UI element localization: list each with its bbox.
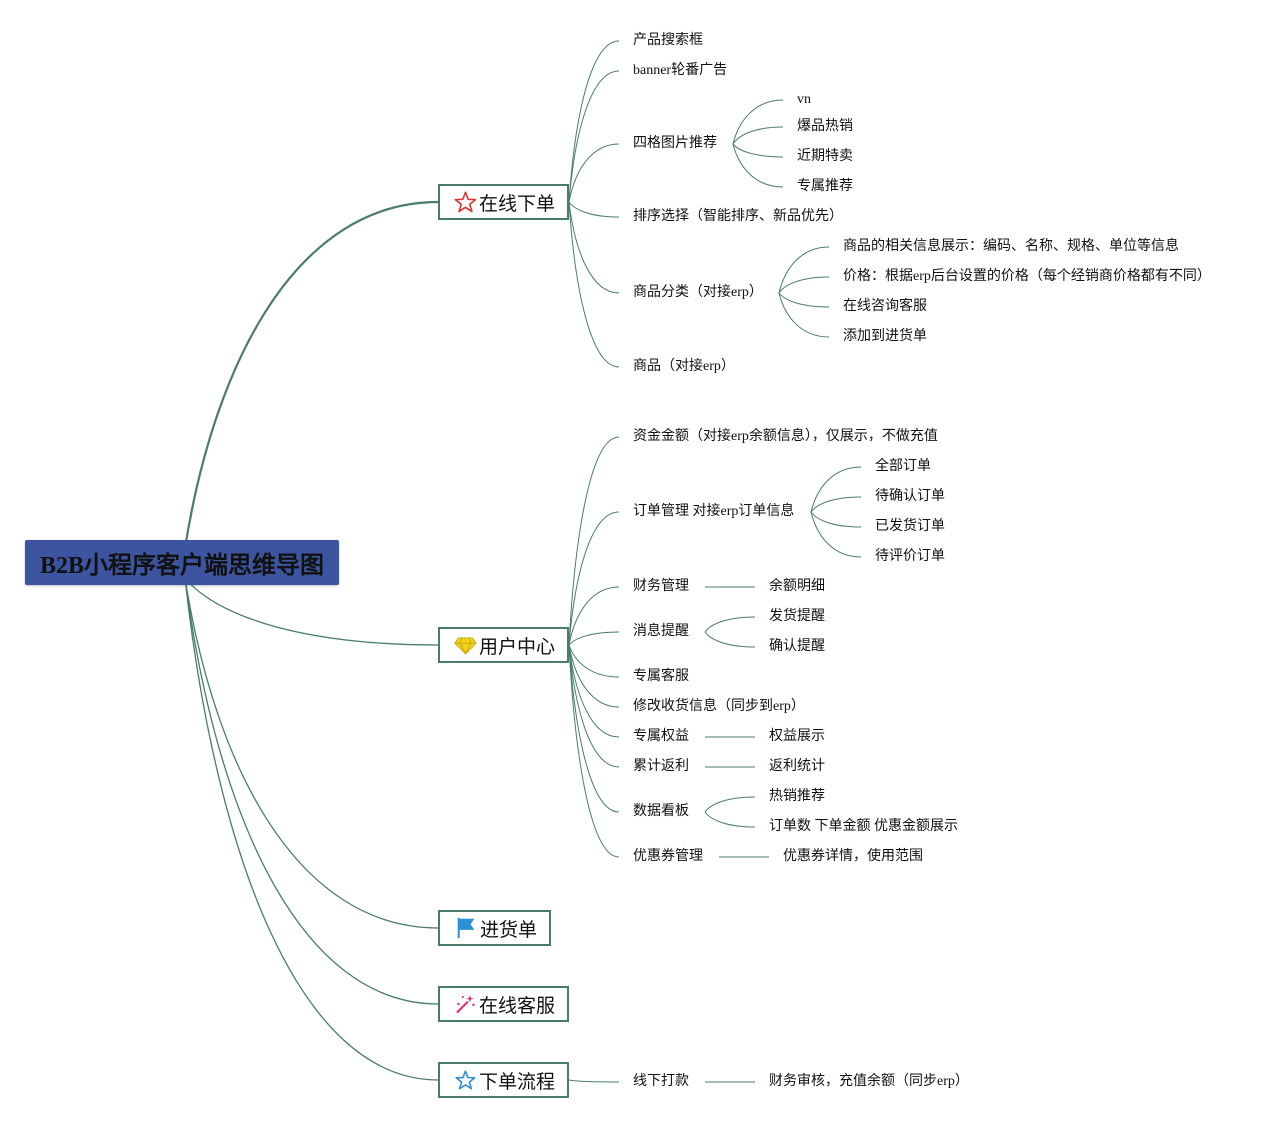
magic-wand-icon xyxy=(456,995,475,1014)
subtopic[interactable]: 余额明细 xyxy=(769,579,825,594)
connector-line xyxy=(568,631,620,646)
star-red-icon xyxy=(454,191,477,213)
topic-label: 在线客服 xyxy=(478,995,555,1017)
subtopic[interactable]: 待评价订单 xyxy=(875,549,945,564)
subtopic[interactable]: 近期特卖 xyxy=(797,149,853,164)
connector-line xyxy=(704,631,756,648)
connector-line xyxy=(732,143,784,158)
connector-line xyxy=(568,586,620,646)
subtopic[interactable]: 爆品热销 xyxy=(797,119,853,134)
subtopic[interactable]: 已发货订单 xyxy=(875,519,945,534)
subtopic[interactable]: 确认提醒 xyxy=(769,639,825,654)
connector-line xyxy=(568,644,620,708)
root-topic-label: B2B小程序客户端思维导图 xyxy=(39,553,324,579)
subtopic[interactable]: 资金金额（对接erp余额信息），仅展示，不做充值 xyxy=(633,429,938,444)
connector-line xyxy=(732,143,784,188)
connector-line xyxy=(732,126,784,145)
connector-line xyxy=(778,246,830,294)
subtopic[interactable]: 全部订单 xyxy=(875,459,931,474)
topic-purchase-list[interactable]: 进货单 xyxy=(438,910,551,946)
topic-label: 用户中心 xyxy=(478,636,555,658)
topic-user-center[interactable]: 用户中心 xyxy=(438,627,569,663)
topic-label: 进货单 xyxy=(479,919,537,941)
connector-line xyxy=(568,644,620,738)
subtopic[interactable]: 价格：根据erp后台设置的价格（每个经销商价格都有不同） xyxy=(843,269,1211,284)
topic-label: 下单流程 xyxy=(478,1071,555,1093)
subtopic[interactable]: banner轮番广告 xyxy=(633,63,728,78)
connector-line xyxy=(184,577,439,1005)
connector-line xyxy=(732,99,784,145)
root-topic[interactable]: B2B小程序客户端思维导图 xyxy=(25,540,339,585)
connector-line xyxy=(778,292,830,308)
subtopic[interactable]: 商品的相关信息展示：编码、名称、规格、单位等信息 xyxy=(843,239,1179,254)
connector-line xyxy=(568,511,620,646)
connector-line xyxy=(778,292,830,338)
subtopic[interactable]: 专属客服 xyxy=(633,669,689,684)
subtopic[interactable]: 商品（对接erp） xyxy=(633,359,735,374)
connector-line xyxy=(810,466,862,513)
subtopic[interactable]: 专属权益 xyxy=(633,729,689,744)
connector-line xyxy=(704,616,756,633)
connector-line xyxy=(704,796,756,813)
connector-line xyxy=(568,644,620,813)
connector-line xyxy=(810,511,862,528)
connector-line xyxy=(568,1079,620,1083)
connector-line xyxy=(568,201,620,294)
subtopic[interactable]: 线下打款 xyxy=(633,1074,689,1089)
subtopic[interactable]: 权益展示 xyxy=(769,729,825,744)
connector-line xyxy=(810,496,862,513)
flag-icon xyxy=(457,917,475,939)
subtopic[interactable]: 添加到进货单 xyxy=(843,329,927,344)
connector-line xyxy=(568,644,620,858)
subtopic[interactable]: 优惠券详情，使用范围 xyxy=(783,849,923,864)
subtopic[interactable]: 优惠券管理 xyxy=(633,849,703,864)
connector-line xyxy=(568,436,620,646)
subtopic[interactable]: 专属推荐 xyxy=(797,179,853,194)
subtopic[interactable]: 四格图片推荐 xyxy=(633,136,717,151)
star-blue-icon xyxy=(455,1070,476,1090)
connector-line xyxy=(568,644,620,678)
connector-line xyxy=(184,577,439,929)
subtopic[interactable]: vn xyxy=(797,92,811,107)
subtopic[interactable]: 在线咨询客服 xyxy=(843,299,927,314)
subtopic[interactable]: 消息提醒 xyxy=(633,624,689,639)
connector-line xyxy=(568,143,620,203)
topic-online-service[interactable]: 在线客服 xyxy=(438,986,569,1022)
connector-line xyxy=(184,577,439,1081)
diamond-icon xyxy=(454,637,477,655)
subtopic[interactable]: 累计返利 xyxy=(633,759,689,774)
topic-order-flow[interactable]: 下单流程 xyxy=(438,1062,569,1098)
subtopic[interactable]: 热销推荐 xyxy=(769,789,825,804)
connector-line xyxy=(183,200,439,549)
topic-label: 在线下单 xyxy=(478,193,555,215)
topic-online-order[interactable]: 在线下单 xyxy=(438,184,569,220)
subtopic[interactable]: 排序选择（智能排序、新品优先） xyxy=(633,209,843,224)
subtopic[interactable]: 财务管理 xyxy=(633,579,689,594)
connector-line xyxy=(568,70,620,203)
subtopic[interactable]: 财务审核，充值余额（同步erp） xyxy=(769,1074,969,1089)
subtopic[interactable]: 数据看板 xyxy=(633,804,689,819)
subtopic[interactable]: 商品分类（对接erp） xyxy=(633,285,763,300)
connector-line xyxy=(568,644,620,768)
subtopic[interactable]: 返利统计 xyxy=(769,759,825,774)
connector-line xyxy=(184,577,439,646)
subtopic[interactable]: 待确认订单 xyxy=(875,489,945,504)
connector-line xyxy=(568,40,620,203)
connector-line xyxy=(568,201,620,368)
subtopic[interactable]: 修改收货信息（同步到erp） xyxy=(633,699,805,714)
subtopic[interactable]: 订单数 下单金额 优惠金额展示 xyxy=(769,819,958,834)
connector-line xyxy=(810,511,862,558)
connector-line xyxy=(568,201,620,218)
subtopic[interactable]: 发货提醒 xyxy=(769,609,825,624)
connector-line xyxy=(778,276,830,294)
subtopic[interactable]: 订单管理 对接erp订单信息 xyxy=(633,504,795,519)
subtopic[interactable]: 产品搜索框 xyxy=(633,33,703,48)
connector-line xyxy=(704,811,756,828)
